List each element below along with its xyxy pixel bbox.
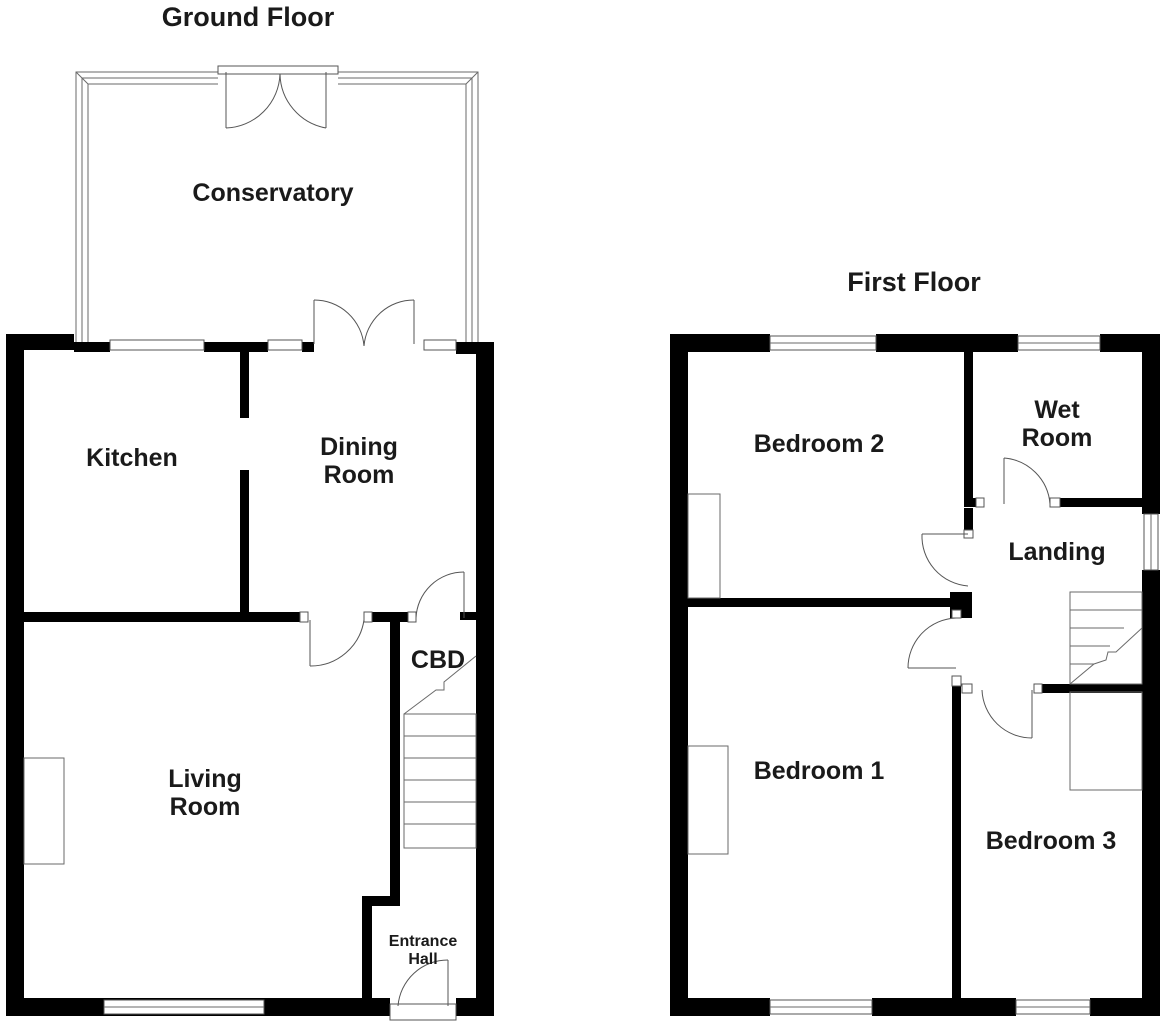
first-floor-walls — [670, 334, 1160, 1016]
conservatory-door-frame — [217, 65, 339, 75]
ground-floor-title: Ground Floor — [162, 2, 335, 32]
bedroom2-label: Bedroom 2 — [754, 430, 885, 458]
bedroom2-door — [921, 529, 974, 587]
wet-room-label-line1: Wet — [1034, 396, 1080, 424]
entrance-hall-label-line1: Entrance — [389, 933, 458, 950]
living-room-label-line2: Room — [170, 793, 241, 821]
bedroom3-label: Bedroom 3 — [986, 827, 1117, 855]
wet-room-door — [975, 457, 1061, 508]
landing-label: Landing — [1008, 538, 1105, 566]
living-room-fireplace — [23, 757, 65, 865]
cbd-door — [407, 571, 465, 623]
dining-room-label-line1: Dining — [320, 433, 398, 461]
ground-floor-staircase — [403, 655, 477, 849]
kitchen-label: Kitchen — [86, 444, 178, 472]
dining-room-label-line2: Room — [324, 461, 395, 489]
living-room-door — [299, 611, 373, 667]
first-floor — [670, 334, 1160, 1016]
entrance-hall-label-line2: Hall — [408, 951, 437, 968]
bedroom2-cupboard — [687, 493, 721, 599]
kitchen-window — [109, 339, 205, 351]
wet-room-label-line2: Room — [1022, 424, 1093, 452]
dining-french-doors — [313, 299, 415, 347]
living-room-label-line1: Living — [168, 765, 242, 793]
entrance-door — [389, 959, 457, 1021]
ground-floor — [6, 65, 494, 1021]
bedroom1-door — [907, 609, 962, 687]
conservatory-french-doors — [225, 72, 327, 129]
dining-window-left — [267, 339, 303, 351]
conservatory-frame — [75, 65, 479, 342]
bedroom3-cupboard — [1069, 691, 1143, 791]
dining-window-right — [423, 339, 457, 351]
landing-staircase — [1069, 591, 1143, 685]
first-floor-title: First Floor — [847, 267, 981, 297]
ground-floor-walls — [6, 334, 494, 1016]
bedroom1-chimney-breast — [687, 745, 729, 855]
cbd-label: CBD — [411, 646, 465, 674]
bedroom1-label: Bedroom 1 — [754, 757, 885, 785]
bedroom3-door — [961, 683, 1043, 739]
conservatory-label: Conservatory — [192, 179, 353, 207]
